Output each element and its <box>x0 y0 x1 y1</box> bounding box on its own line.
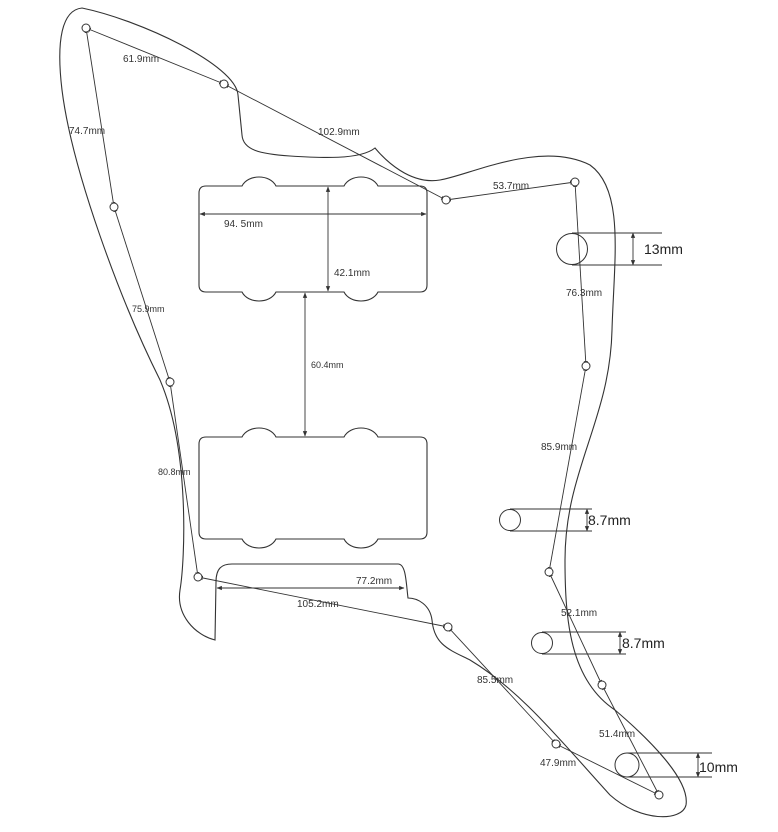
dim-label-105-2: 105.2mm <box>297 599 339 610</box>
control-hole-13mm <box>556 233 588 265</box>
dim-label-8-7-b: 8.7mm <box>622 635 665 651</box>
dim-label-8-7-a: 8.7mm <box>588 512 631 528</box>
control-hole-10mm <box>614 752 640 778</box>
dim-label-77-2: 77.2mm <box>356 576 392 587</box>
screw-hole <box>81 23 91 33</box>
hole-dimension-arrows <box>584 232 701 778</box>
dim-label-10: 10mm <box>699 759 738 775</box>
dim-label-53-7: 53.7mm <box>493 181 529 192</box>
control-hole-8-7mm-b <box>531 632 553 654</box>
dim-label-61-9: 61.9mm <box>123 54 159 65</box>
screw-hole <box>597 680 607 690</box>
dim-label-60-4: 60.4mm <box>311 360 344 370</box>
screw-dimension-lines <box>84 27 660 796</box>
dim-label-42-1: 42.1mm <box>334 268 370 279</box>
dim-label-85-5: 85.5mm <box>477 675 513 686</box>
screw-hole <box>544 567 554 577</box>
dim-label-47-9: 47.9mm <box>540 758 576 769</box>
screw-hole <box>193 572 203 582</box>
dim-label-51-4: 51.4mm <box>599 729 635 740</box>
screw-hole <box>441 195 451 205</box>
dim-label-85-9: 85.9mm <box>541 442 577 453</box>
pickguard-outline <box>59 7 687 818</box>
screw-holes <box>81 23 664 800</box>
screw-hole <box>109 202 119 212</box>
dim-label-52-1: 52.1mm <box>561 608 597 619</box>
dim-label-94-5: 94. 5mm <box>224 219 263 230</box>
dim-label-75-9: 75.9mm <box>132 304 165 314</box>
bridge-pickup-cutout <box>198 427 428 549</box>
screw-hole <box>551 739 561 749</box>
screw-hole <box>443 622 453 632</box>
screw-hole <box>570 177 580 187</box>
dim-label-13: 13mm <box>644 241 683 257</box>
control-hole-8-7mm-a <box>499 509 521 531</box>
screw-hole <box>219 79 229 89</box>
screw-hole <box>654 790 664 800</box>
dim-label-102-9: 102.9mm <box>318 127 360 138</box>
dim-label-80-8: 80.8mm <box>158 467 191 477</box>
dim-label-76-3: 76.3mm <box>566 288 602 299</box>
dim-label-74-7: 74.7mm <box>69 126 105 137</box>
screw-hole <box>165 377 175 387</box>
screw-hole <box>581 361 591 371</box>
neck-pickup-cutout <box>198 176 428 302</box>
hole-extension-lines <box>510 232 712 778</box>
